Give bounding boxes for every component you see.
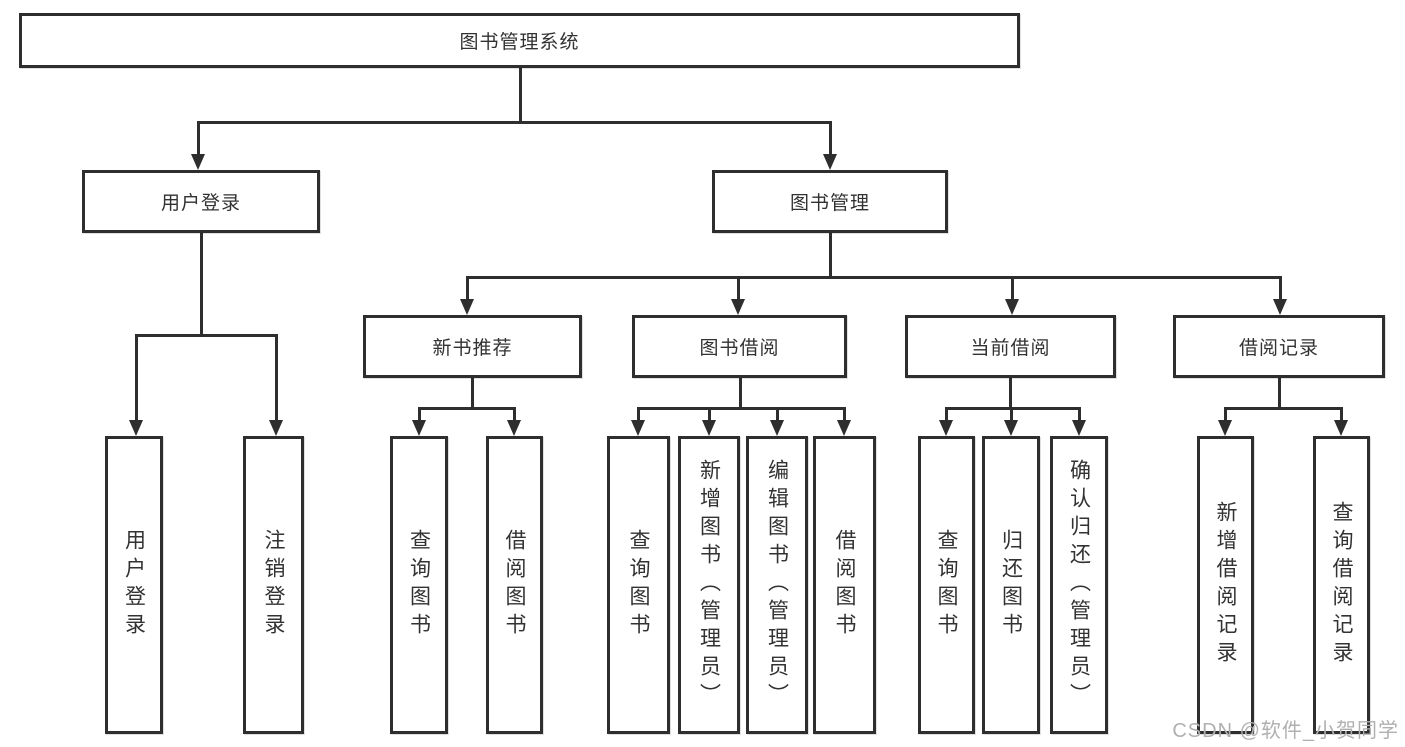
connector-vline <box>636 408 640 424</box>
connector-hline <box>944 406 1081 410</box>
node-current-borrow: 当前借阅 <box>905 315 1116 378</box>
connector-vline <box>199 233 203 335</box>
node-user-login: 用户登录 <box>82 170 320 233</box>
leaf-label: 查询借阅记录 <box>1330 501 1353 669</box>
connector-vline <box>274 335 278 423</box>
leaf-label: 新增借阅记录 <box>1214 501 1237 669</box>
node-label: 图书借阅 <box>699 338 780 359</box>
connector-vline <box>1277 378 1281 408</box>
connector-vline <box>512 408 516 424</box>
connector-vline <box>1008 378 1012 408</box>
arrow-down-icon <box>1273 299 1287 315</box>
arrow-down-icon <box>1005 299 1019 315</box>
connector-hline <box>417 406 516 410</box>
leaf-node-add-borrow-record: 新增借阅记录 <box>1197 436 1254 734</box>
connector-hline <box>636 406 846 410</box>
leaf-node-return-books: 归还图书 <box>982 436 1040 734</box>
leaf-label: 确认归还（管理员） <box>1067 459 1091 711</box>
leaf-node-query-books: 查询图书 <box>918 436 975 734</box>
connector-vline <box>470 378 474 408</box>
connector-hline <box>465 275 1282 279</box>
leaf-label: 查询图书 <box>935 529 958 641</box>
arrow-down-icon <box>731 299 745 315</box>
connector-vline <box>1223 408 1227 424</box>
connector-vline <box>707 408 711 424</box>
arrow-down-icon <box>823 154 837 170</box>
leaf-node-query-books: 查询图书 <box>607 436 670 734</box>
leaf-label: 借阅图书 <box>833 529 856 641</box>
connector-hline <box>1223 406 1343 410</box>
node-label: 当前借阅 <box>970 338 1051 359</box>
arrow-down-icon <box>1218 420 1232 436</box>
arrow-down-icon <box>702 420 716 436</box>
leaf-node-user-login: 用户登录 <box>105 436 163 734</box>
connector-vline <box>828 233 832 277</box>
arrow-down-icon <box>1334 420 1348 436</box>
leaf-label: 借阅图书 <box>503 529 526 641</box>
leaf-label: 注销登录 <box>262 529 285 641</box>
connector-vline <box>828 122 832 158</box>
arrow-down-icon <box>460 299 474 315</box>
arrow-down-icon <box>129 420 143 436</box>
connector-hline <box>134 333 278 337</box>
leaf-node-query-books: 查询图书 <box>390 436 448 734</box>
node-book-management: 图书管理 <box>712 170 948 233</box>
connector-vline <box>944 408 948 424</box>
arrow-down-icon <box>412 420 426 436</box>
leaf-label: 编辑图书（管理员） <box>765 459 789 711</box>
arrow-down-icon <box>1072 420 1086 436</box>
leaf-node-edit-books-admin: 编辑图书（管理员） <box>746 436 808 734</box>
connector-vline <box>196 122 200 158</box>
leaf-node-borrow-books: 借阅图书 <box>813 436 876 734</box>
leaf-label: 查询图书 <box>407 529 431 641</box>
leaf-node-borrow-books: 借阅图书 <box>486 436 543 734</box>
node-new-book-recommend: 新书推荐 <box>363 315 582 378</box>
connector-vline <box>775 408 779 424</box>
node-root-label: 图书管理系统 <box>459 32 580 53</box>
node-book-borrow: 图书借阅 <box>632 315 847 378</box>
node-label: 用户登录 <box>160 193 241 214</box>
connector-vline <box>134 335 138 423</box>
connector-vline <box>417 408 421 424</box>
connector-vline <box>1339 408 1343 424</box>
leaf-label: 查询图书 <box>627 529 650 641</box>
node-label: 借阅记录 <box>1238 338 1319 359</box>
connector-vline <box>1010 277 1014 303</box>
connector-hline <box>196 120 832 124</box>
node-label: 图书管理 <box>789 193 870 214</box>
connector-vline <box>736 277 740 303</box>
leaf-node-confirm-return-admin: 确认归还（管理员） <box>1050 436 1108 734</box>
node-label: 新书推荐 <box>432 338 513 359</box>
arrow-down-icon <box>770 420 784 436</box>
leaf-node-query-borrow-record: 查询借阅记录 <box>1313 436 1370 734</box>
leaf-node-add-books-admin: 新增图书（管理员） <box>678 436 740 734</box>
arrow-down-icon <box>1004 420 1018 436</box>
watermark: CSDN @软件_小贺同学 <box>1172 720 1399 742</box>
connector-vline <box>465 277 469 303</box>
node-borrow-records: 借阅记录 <box>1173 315 1385 378</box>
connector-vline <box>518 68 522 122</box>
leaf-label: 新增图书（管理员） <box>697 459 721 711</box>
connector-vline <box>842 408 846 424</box>
leaf-node-logout: 注销登录 <box>243 436 304 734</box>
leaf-label: 用户登录 <box>122 529 146 641</box>
connector-vline <box>738 378 742 408</box>
arrow-down-icon <box>939 420 953 436</box>
connector-vline <box>1278 277 1282 303</box>
leaf-label: 归还图书 <box>999 529 1023 641</box>
connector-vline <box>1009 408 1013 424</box>
arrow-down-icon <box>269 420 283 436</box>
arrow-down-icon <box>507 420 521 436</box>
connector-vline <box>1077 408 1081 424</box>
arrow-down-icon <box>631 420 645 436</box>
node-root: 图书管理系统 <box>19 13 1020 68</box>
arrow-down-icon <box>191 154 205 170</box>
arrow-down-icon <box>837 420 851 436</box>
